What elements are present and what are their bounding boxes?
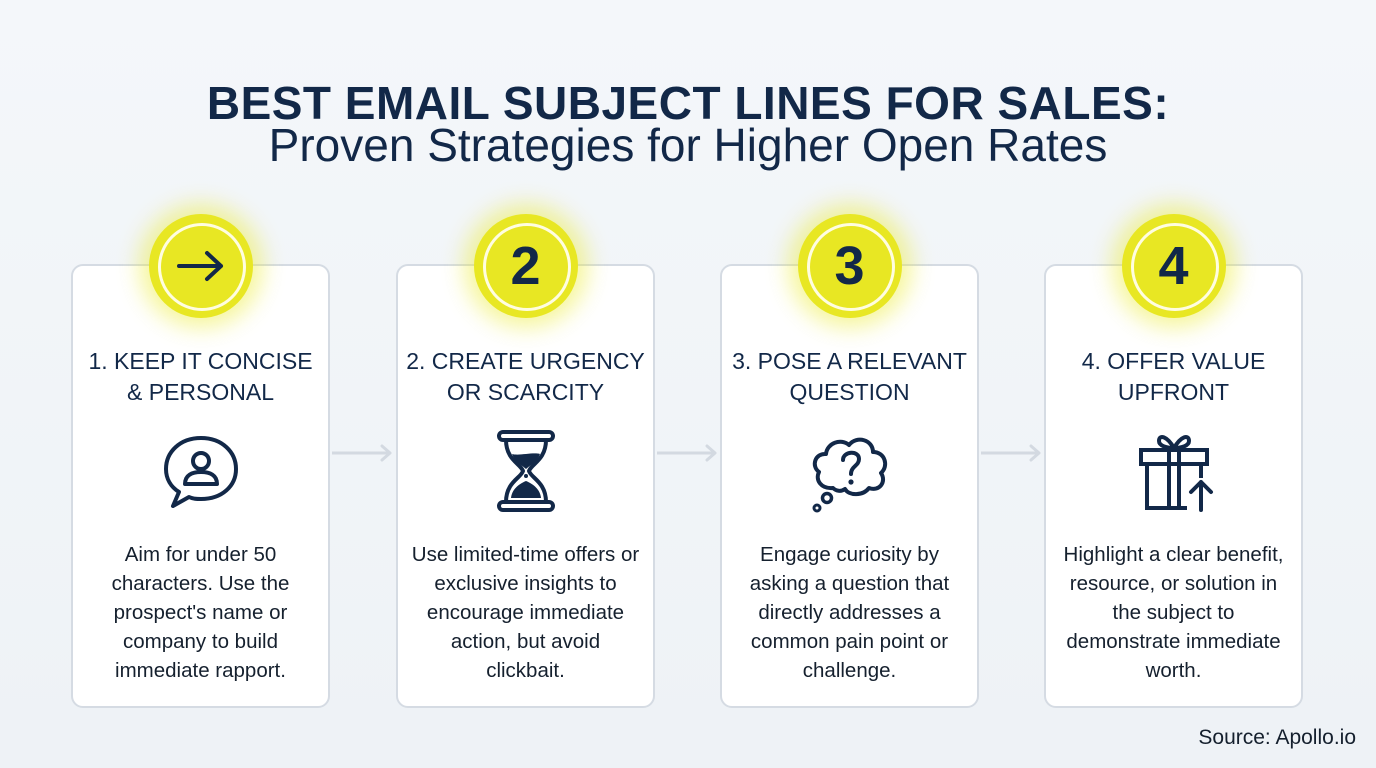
step-card-1: 1. KEEP IT CONCISE& PERSONAL Aim for und… bbox=[71, 214, 330, 708]
arrow-right-icon bbox=[176, 251, 223, 281]
connector-arrow-icon bbox=[657, 444, 717, 462]
connector-arrow-icon bbox=[332, 444, 392, 462]
step-description: Aim for under 50 characters. Use the pro… bbox=[111, 543, 290, 682]
thought-bubble-question-icon bbox=[812, 437, 887, 513]
page-title: BEST EMAIL SUBJECT LINES FOR SALES: bbox=[206, 77, 1170, 129]
source-credit: Source: Apollo.io bbox=[1198, 726, 1356, 749]
gift-arrow-up-icon bbox=[1138, 435, 1213, 512]
step-description: Use limited-time offers or exclusive ins… bbox=[411, 543, 640, 682]
speech-bubble-user-icon bbox=[163, 436, 238, 508]
step-description: Highlight a clear benefit, resource, or … bbox=[1063, 543, 1284, 682]
step-badge-1 bbox=[148, 214, 253, 318]
page-subtitle: Proven Strategies for Higher Open Rates bbox=[268, 119, 1108, 171]
step-badge-4: 4 bbox=[1121, 214, 1226, 318]
step-badge-3: 3 bbox=[797, 214, 902, 318]
step-description: Engage curiosity by asking a question th… bbox=[749, 543, 950, 682]
step-title: 1. KEEP IT CONCISE& PERSONAL bbox=[88, 348, 313, 405]
step-badge-2: 2 bbox=[473, 214, 578, 318]
connector-arrow-icon bbox=[981, 444, 1041, 462]
hourglass-icon bbox=[496, 430, 555, 512]
